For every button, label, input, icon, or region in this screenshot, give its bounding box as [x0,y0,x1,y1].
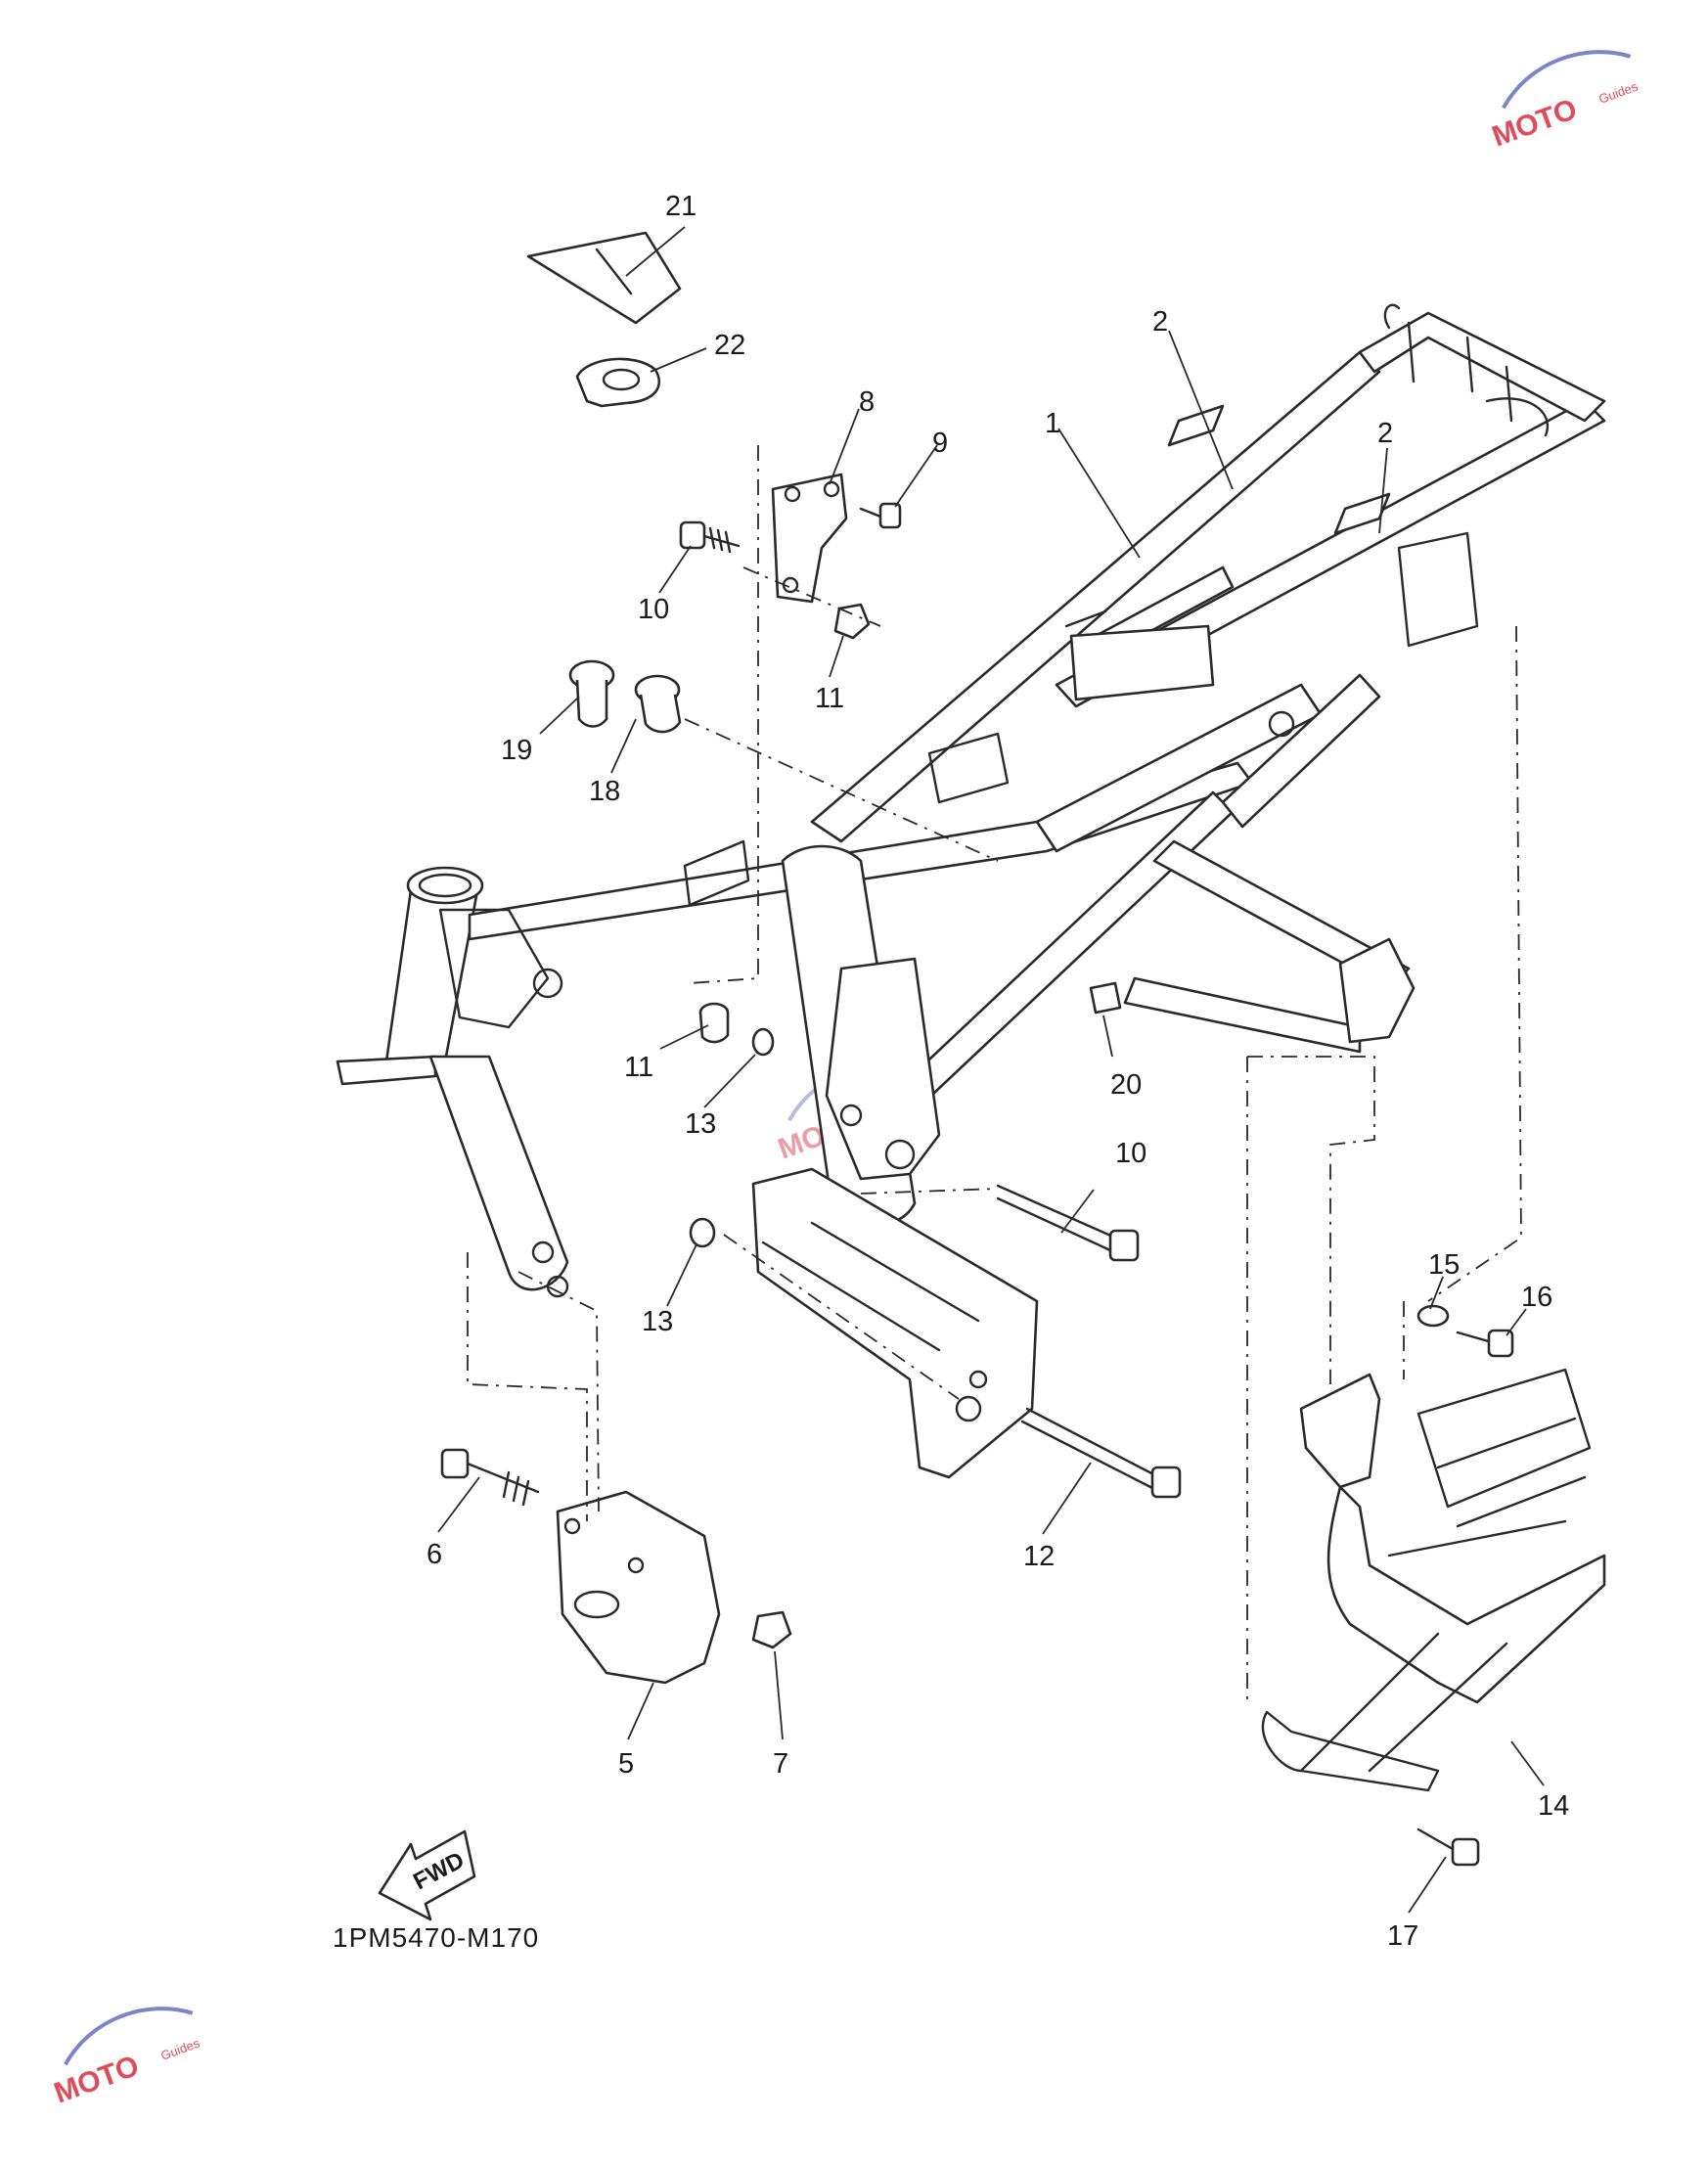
part-19-collar [568,659,615,728]
lower-mount-section [751,1167,1039,1479]
callout-13-lower: 13 [642,1306,673,1337]
part-13-washer-upper [751,1027,775,1057]
callouts: 21 22 8 9 10 11 19 18 1 2 2 11 13 20 10 … [427,191,1569,1952]
part-10-bolt [996,1184,1140,1262]
assembly-lines [467,445,1522,1702]
callout-21: 21 [665,191,697,222]
part-21-label-plate [526,231,682,325]
callout-12: 12 [1023,1541,1055,1572]
part-16-bolt [1456,1329,1514,1358]
callout-16: 16 [1521,1282,1552,1313]
callout-3: 5 [618,1748,634,1780]
callout-1: 1 [1045,408,1060,439]
callout-18: 18 [589,776,620,807]
watermark-logo-bottom: MOTO Guides [50,2007,202,2110]
callout-10: 10 [1115,1138,1146,1169]
part-9-nut [833,603,871,640]
callout-8: 10 [638,594,669,625]
part-17-bolt [1416,1828,1480,1867]
part-6-plate [771,473,848,604]
watermark-brand: MOTO [1488,93,1581,154]
callout-13-upper: 13 [685,1108,716,1140]
part-11-collar [698,1002,730,1044]
callout-7: 9 [932,428,948,459]
callout-4: 6 [427,1539,442,1570]
part-18-bushing [634,674,682,734]
callout-2-front: 2 [1152,306,1168,338]
watermark-brand: MOTO [50,2050,143,2110]
callout-14: 14 [1538,1790,1569,1822]
callout-20: 20 [1110,1069,1142,1101]
callout-11: 11 [624,1052,653,1083]
watermark-tagline: Guides [158,2035,202,2062]
fwd-arrow: FWD [378,1829,476,1921]
part-2-label-front [1167,404,1225,447]
diagram-part-code: 1PM5470-M170 [333,1922,539,1953]
part-8-bolt [679,520,741,554]
part-7-bolt [859,502,902,529]
callout-2-rear: 2 [1377,418,1393,449]
part-4-bolt [440,1448,540,1507]
part-2-label-rear [1333,492,1391,535]
part-15-washer [1416,1304,1450,1328]
watermark-tagline: Guides [1596,78,1640,106]
part-12-bolt [1020,1407,1182,1499]
part-13-washer-lower [689,1217,716,1248]
part-5-nut [751,1610,792,1649]
part-20-clip [1089,981,1122,1015]
part-3-bracket [556,1490,721,1685]
leader-lines [437,226,1545,1914]
callout-6: 8 [859,386,875,418]
callout-5: 7 [773,1748,788,1780]
callout-22: 22 [714,330,745,361]
callout-17: 17 [1387,1920,1418,1952]
callout-19: 19 [501,735,532,766]
callout-9: 11 [815,683,844,714]
part-14-guard [1261,1368,1606,1792]
callout-15: 15 [1428,1249,1460,1281]
part-22-washer [575,357,661,408]
watermark-logo-top: MOTO Guides [1488,50,1641,154]
part-1-main-frame [336,303,1606,1298]
